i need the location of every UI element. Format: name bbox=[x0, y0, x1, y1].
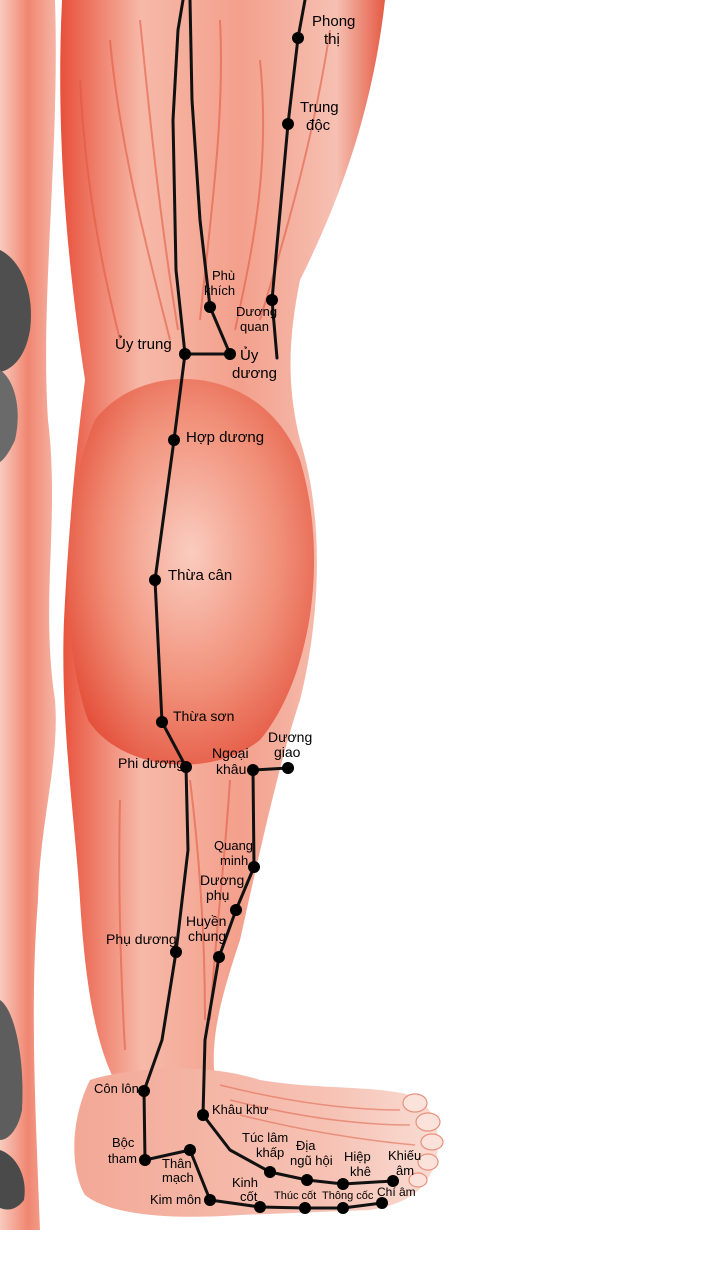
point-phi-duong bbox=[180, 761, 192, 773]
right-leg bbox=[60, 0, 444, 1217]
calf-muscle bbox=[67, 379, 315, 765]
label-uy-trung: Ủy trung bbox=[115, 335, 172, 353]
point-thong-coc bbox=[337, 1202, 349, 1214]
point-quang-minh bbox=[248, 861, 260, 873]
label-khau-khu: Khâu khư bbox=[212, 1102, 269, 1117]
point-phu-duong bbox=[170, 946, 182, 958]
heel-bone bbox=[0, 1150, 25, 1210]
kneecap-bone bbox=[0, 250, 31, 372]
point-duong-giao bbox=[282, 762, 294, 774]
point-kinh-cot bbox=[254, 1201, 266, 1213]
left-leg bbox=[0, 0, 56, 1230]
label-thong-coc: Thông cốc bbox=[322, 1190, 374, 1202]
label-thuc-cot: Thúc cốt bbox=[274, 1190, 316, 1202]
label-phi-duong: Phi dương bbox=[118, 755, 184, 771]
point-kim-mon bbox=[204, 1194, 216, 1206]
point-hiep-khe bbox=[337, 1178, 349, 1190]
point-thua-can bbox=[149, 574, 161, 586]
point-dia-ngu-hoi bbox=[301, 1174, 313, 1186]
point-khieu-am bbox=[387, 1175, 399, 1187]
ankle-bone bbox=[0, 1000, 23, 1140]
point-uy-trung bbox=[179, 348, 191, 360]
label-con-lon: Côn lôn bbox=[94, 1081, 139, 1096]
point-trung-doc bbox=[282, 118, 294, 130]
meridian-lines bbox=[142, 0, 395, 1210]
label-phu-duong: Phụ dương bbox=[106, 931, 177, 947]
shin-bone bbox=[0, 370, 18, 462]
point-hop-duong bbox=[168, 434, 180, 446]
point-chi-am bbox=[376, 1197, 388, 1209]
point-duong-phu bbox=[230, 904, 242, 916]
point-con-lon bbox=[138, 1085, 150, 1097]
point-thuc-cot bbox=[299, 1202, 311, 1214]
label-thua-son: Thừa sơn bbox=[173, 708, 234, 724]
point-phong-thi bbox=[292, 32, 304, 44]
point-phu-khich bbox=[204, 301, 216, 313]
point-huyen-chung bbox=[213, 951, 225, 963]
point-ngoai-khau bbox=[247, 764, 259, 776]
point-boc-tham bbox=[139, 1154, 151, 1166]
point-uy-duong bbox=[224, 348, 236, 360]
point-khau-khu bbox=[197, 1109, 209, 1121]
point-tuc-lam-khap bbox=[264, 1166, 276, 1178]
label-hop-duong: Hợp dương bbox=[186, 429, 264, 446]
label-thua-can: Thừa cân bbox=[168, 567, 232, 584]
label-kim-mon: Kim môn bbox=[150, 1192, 201, 1207]
acupoints bbox=[138, 32, 399, 1214]
label-chi-am: Chí âm bbox=[377, 1185, 416, 1199]
point-thua-son bbox=[156, 716, 168, 728]
point-duong-quan bbox=[266, 294, 278, 306]
foot bbox=[74, 1068, 439, 1217]
point-than-mach bbox=[184, 1144, 196, 1156]
